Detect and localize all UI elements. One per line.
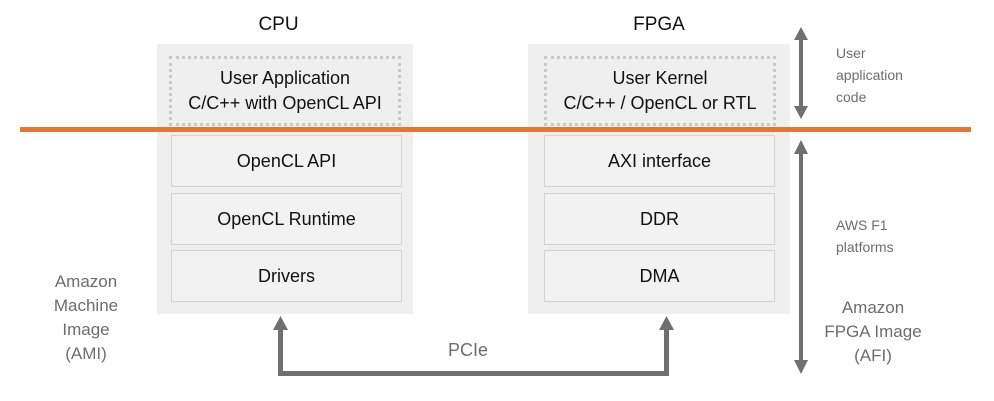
cpu-layer-opencl-api: OpenCL API <box>171 135 402 187</box>
user-kernel-box: User Kernel C/C++ / OpenCL or RTL <box>544 56 776 126</box>
fpga-layer-ddr: DDR <box>544 193 775 245</box>
cpu-layer-drivers: Drivers <box>171 250 402 302</box>
arrow-head-down <box>794 106 808 119</box>
user-code-span-arrow <box>799 38 803 110</box>
pcie-label: PCIe <box>448 340 489 360</box>
user-kernel-title: User Kernel <box>612 68 708 88</box>
user-application-box: User Application C/C++ with OpenCL API <box>169 56 401 126</box>
afi-label: Amazon FPGA Image (AFI) <box>824 298 922 365</box>
fpga-layer-dma: DMA <box>544 250 775 302</box>
pcie-horizontal <box>278 371 669 376</box>
cpu-heading: CPU <box>258 14 299 35</box>
user-application-subtitle: C/C++ with OpenCL API <box>188 93 382 113</box>
ami-label: Amazon Machine Image (AMI) <box>53 272 119 363</box>
fpga-heading: FPGA <box>633 14 685 35</box>
user-kernel-subtitle: C/C++ / OpenCL or RTL <box>563 93 757 113</box>
pcie-right-vertical <box>664 328 669 376</box>
user-application-code-label: User application code <box>836 45 903 105</box>
user-platform-divider <box>20 127 971 132</box>
pcie-arrow-head-fpga <box>659 316 674 330</box>
arrow-head-down <box>794 360 808 374</box>
pcie-arrow-head-cpu <box>273 316 288 330</box>
arrow-head-up <box>794 27 808 40</box>
cpu-layer-opencl-runtime: OpenCL Runtime <box>171 193 402 245</box>
arrow-head-up <box>794 140 808 154</box>
pcie-left-vertical <box>278 328 283 376</box>
aws-f1-platforms-label: AWS F1 platforms <box>836 217 894 255</box>
user-application-title: User Application <box>219 68 351 88</box>
fpga-layer-axi-interface: AXI interface <box>544 135 775 187</box>
platform-span-arrow <box>799 152 803 362</box>
